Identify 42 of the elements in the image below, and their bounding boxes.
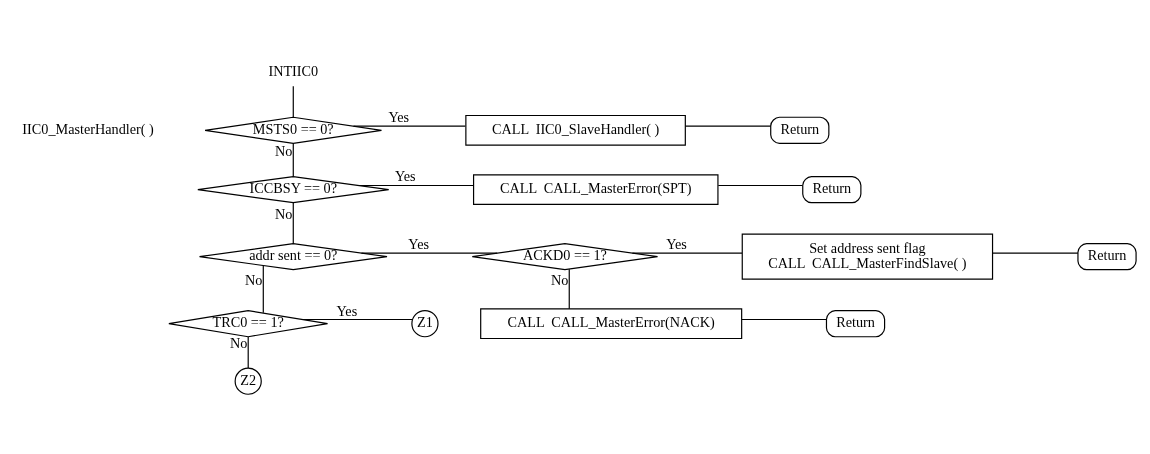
- edge-label: Yes: [336, 302, 358, 319]
- edge-label: No: [230, 335, 248, 352]
- node-box: Return: [1077, 243, 1137, 271]
- edge-label: Yes: [408, 236, 429, 253]
- edge-label: No: [275, 206, 293, 223]
- connector: [292, 85, 294, 118]
- connector: [262, 265, 264, 314]
- edge-label: Yes: [388, 109, 410, 126]
- connector: [684, 125, 772, 127]
- edge-label: Yes: [666, 236, 687, 253]
- node-circle: Z2: [234, 367, 262, 395]
- connector: [717, 184, 803, 187]
- node-diamond: MSTS0 == 0?: [204, 116, 383, 144]
- connector: [357, 184, 474, 187]
- node-text: INTIIC0: [268, 63, 319, 80]
- connector: [741, 318, 827, 321]
- connector: [292, 142, 294, 178]
- node-diamond: TRC0 == 1?: [168, 310, 329, 338]
- connector: [352, 125, 466, 127]
- connector: [360, 252, 498, 254]
- node-box: CALL CALL_MasterError(NACK): [480, 308, 743, 340]
- connector: [302, 318, 414, 321]
- node-diamond: ACKD0 == 1?: [471, 243, 659, 271]
- node-diamond: ICCBSY == 0?: [197, 176, 390, 204]
- node-box: CALL CALL_MasterError(SPT): [473, 174, 719, 206]
- connector: [631, 252, 743, 254]
- node-circle: Z1: [411, 310, 439, 338]
- connector: [292, 202, 294, 245]
- edge-label: No: [245, 272, 263, 289]
- edge-label: No: [551, 271, 569, 288]
- edge-label: No: [275, 142, 293, 159]
- node-box: Return: [770, 116, 830, 144]
- node-diamond: addr sent == 0?: [198, 243, 388, 271]
- node-box: Return: [825, 310, 886, 338]
- connector: [247, 336, 249, 369]
- node-box: CALL IIC0_SlaveHandler( ): [465, 114, 686, 146]
- edge-label: Yes: [394, 168, 416, 185]
- node-box: Set address sent flag CALL CALL_MasterFindSlave( ): [741, 233, 994, 280]
- label: IIC0_MasterHandler( ): [22, 121, 154, 137]
- node-box: Return: [802, 176, 862, 204]
- connector: [568, 268, 570, 310]
- connector: [992, 252, 1079, 254]
